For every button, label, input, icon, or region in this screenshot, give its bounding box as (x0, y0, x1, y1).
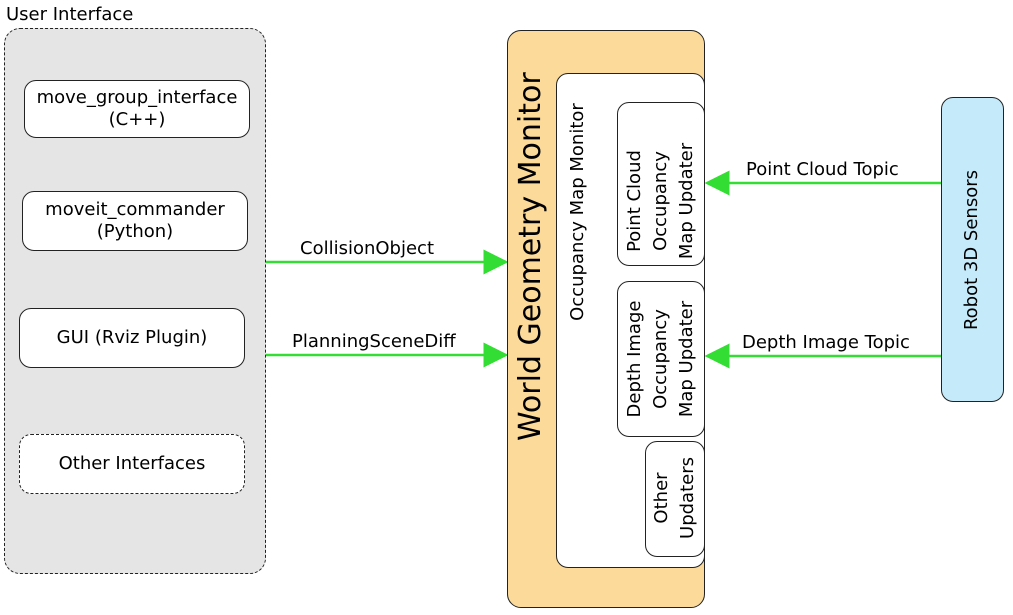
depth-image-updater-line3: Map Updater (676, 300, 697, 418)
point-cloud-topic-label: Point Cloud Topic (746, 159, 899, 180)
robot-3d-sensors-box[interactable] (941, 97, 1004, 402)
depth-image-updater-box[interactable] (617, 281, 705, 437)
other-updaters-box[interactable] (645, 441, 705, 557)
point-cloud-updater-line3: Map Updater (676, 142, 697, 260)
point-cloud-updater-line1: Point Cloud (624, 150, 645, 252)
user-interface-title: User Interface (6, 4, 134, 25)
other-updaters-line2: Updaters (677, 457, 698, 539)
planning-scene-diff-label: PlanningSceneDiff (292, 331, 456, 352)
moveit-commander-label: moveit_commander (45, 198, 225, 220)
moveit-commander-lang: (Python) (96, 221, 174, 242)
other-interfaces-label: Other Interfaces (58, 452, 206, 474)
depth-image-updater-line2: Occupancy (650, 309, 671, 409)
moveit-commander-box[interactable]: moveit_commander (Python) (22, 191, 248, 251)
point-cloud-updater-label: Point Cloud Occupancy Map Updater (622, 124, 700, 278)
move-group-interface-lang: (C++) (108, 109, 166, 130)
point-cloud-updater-line2: Occupancy (650, 151, 671, 251)
depth-image-updater-label: Depth Image Occupancy Map Updater (622, 282, 700, 436)
depth-image-updater-line1: Depth Image (624, 300, 645, 418)
move-group-interface-label: move_group_interface (36, 86, 238, 108)
other-updaters-line1: Other (651, 472, 672, 524)
gui-rviz-plugin-box[interactable]: GUI (Rviz Plugin) (19, 308, 245, 368)
other-interfaces-box[interactable]: Other Interfaces (19, 434, 245, 494)
point-cloud-updater-box[interactable] (617, 102, 705, 266)
collision-object-label: CollisionObject (300, 238, 435, 259)
move-group-interface-box[interactable]: move_group_interface (C++) (24, 80, 250, 138)
gui-rviz-plugin-label: GUI (Rviz Plugin) (56, 326, 208, 348)
occupancy-map-monitor-title: Occupancy Map Monitor (567, 103, 588, 321)
depth-image-topic-label: Depth Image Topic (742, 332, 910, 353)
world-geometry-monitor-title: World Geometry Monitor (513, 72, 548, 441)
robot-3d-sensors-label: Robot 3D Sensors (961, 169, 982, 331)
other-updaters-label: Other Updaters (649, 443, 701, 553)
